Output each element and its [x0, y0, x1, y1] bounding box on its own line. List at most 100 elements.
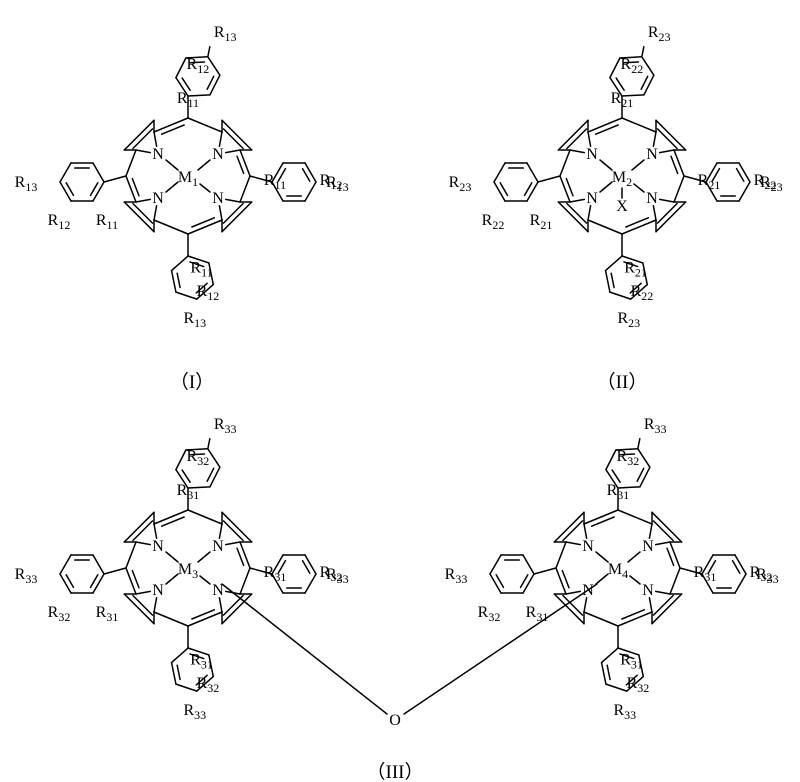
substituent-bond: [641, 46, 645, 58]
substituent-label-para: R33: [445, 566, 468, 586]
left-aryl-ring-bond: [92, 554, 105, 575]
substituent-label-meta: R32: [478, 604, 501, 624]
substituent-label-meta: R32: [750, 564, 773, 584]
substituent-label-para: R13: [183, 310, 206, 330]
bottom-aryl-ring-bond: [609, 291, 632, 300]
right-aryl-ring-bond: [734, 573, 747, 594]
pyrrole-bond: [135, 198, 152, 203]
substituent-label-ortho: R21: [530, 212, 553, 232]
substituent-label-para: R23: [449, 174, 472, 194]
substituent-label-ortho: R21: [698, 172, 721, 192]
pyrrole-bond: [153, 204, 158, 221]
pyrrole-bond: [658, 198, 675, 203]
bridge-oxygen-label: O: [389, 712, 401, 729]
pyrrole-double: [132, 594, 154, 616]
pyrrole-bond: [553, 593, 585, 625]
substituent-label-para: R13: [15, 174, 38, 194]
pyrrole-bond: [587, 204, 592, 221]
substituent-label-meta: R12: [197, 283, 220, 303]
left-aryl-ring-bond: [92, 162, 105, 183]
metal-nitrogen-bond: [629, 575, 641, 585]
pyrrole-double: [222, 128, 244, 150]
meso-double: [590, 516, 615, 527]
metal-nitrogen-bond: [165, 551, 179, 563]
nitrogen-label: N: [152, 190, 164, 207]
meso-bond: [153, 117, 189, 133]
substituent-label-para: R13: [214, 24, 237, 44]
metal-center-label: M3: [178, 561, 198, 581]
right-aryl-ring-bond: [738, 162, 751, 183]
pyrrole-double: [566, 202, 588, 224]
pyrrole-bond: [583, 596, 588, 613]
substituent-label-ortho: R11: [264, 172, 286, 192]
top-aryl-ring-double: [181, 469, 191, 483]
nitrogen-label: N: [586, 190, 598, 207]
bottom-aryl-ring-bond: [605, 683, 628, 692]
pyrrole-bond: [587, 131, 592, 148]
top-aryl-ring-bond: [619, 56, 643, 59]
meso-bond: [125, 149, 137, 177]
left-aryl-ring-double: [65, 181, 75, 197]
bottom-aryl-ring-bond: [600, 647, 619, 664]
metal-nitrogen-bond: [595, 551, 609, 563]
top-aryl-ring-double: [623, 61, 640, 64]
pyrrole-bond: [652, 204, 657, 221]
top-aryl-ring-double: [640, 75, 649, 90]
right-aryl-ring-bond: [271, 162, 284, 183]
meso-bond: [669, 567, 681, 595]
left-aryl-ring-double: [519, 573, 529, 589]
meso-bond: [669, 541, 681, 569]
substituent-label-ortho: R31: [526, 604, 549, 624]
pyrrole-bond: [569, 149, 586, 154]
top-aryl-ring-bond: [615, 448, 639, 451]
left-aryl-ring-bond: [526, 181, 539, 202]
substituent-label-para: R23: [617, 310, 640, 330]
bottom-aryl-ring-double: [189, 261, 205, 268]
meso-double: [160, 124, 185, 135]
bottom-aryl-ring-bond: [170, 661, 177, 685]
left-aryl-ring-bond: [489, 554, 502, 575]
substituent-label-ortho: R11: [96, 212, 118, 232]
meso-double: [160, 516, 185, 527]
meso-aryl-bond: [103, 567, 127, 575]
substituent-label-para: R33: [613, 702, 636, 722]
bottom-aryl-ring-double: [619, 653, 635, 660]
metal-nitrogen-bond: [199, 575, 211, 585]
meso-aryl-bond: [679, 567, 703, 575]
top-aryl-ring-bond: [175, 57, 187, 79]
pyrrole-double: [652, 594, 674, 616]
meso-double: [594, 124, 619, 135]
bottom-aryl-ring-bond: [170, 255, 189, 272]
left-aryl-ring-bond: [522, 554, 535, 575]
meso-aryl-bond: [537, 175, 561, 183]
substituent-label-ortho: R31: [264, 564, 287, 584]
substituent-label-meta: R22: [754, 172, 777, 192]
top-aryl-ring-bond: [185, 448, 209, 451]
meso-bond: [239, 567, 251, 595]
pyrrole-bond: [565, 541, 582, 546]
top-aryl-ring-double: [611, 469, 621, 483]
meso-bond: [125, 541, 137, 569]
pyrrole-bond: [123, 201, 155, 233]
substituent-label-meta: R32: [197, 675, 220, 695]
right-aryl-ring-bond: [271, 573, 284, 594]
left-aryl-ring-bond: [92, 181, 105, 202]
substituent-label-para: R33: [15, 566, 38, 586]
pyrrole-bond: [565, 590, 582, 595]
pyrrole-bond: [557, 119, 589, 151]
meso-bond: [555, 541, 567, 569]
bridge-bond-left: [221, 583, 388, 715]
right-aryl-ring-double: [301, 559, 311, 575]
caption-structure-I: （I）: [170, 371, 214, 393]
meso-bond: [187, 509, 223, 525]
pyrrole-bond: [218, 523, 223, 540]
top-aryl-ring-bond: [605, 449, 617, 471]
meso-bond: [583, 509, 619, 525]
left-aryl-ring-double: [523, 181, 533, 197]
left-aryl-ring-double: [89, 573, 99, 589]
substituent-label-meta: R12: [48, 212, 71, 232]
top-aryl-ring-bond: [175, 468, 189, 489]
